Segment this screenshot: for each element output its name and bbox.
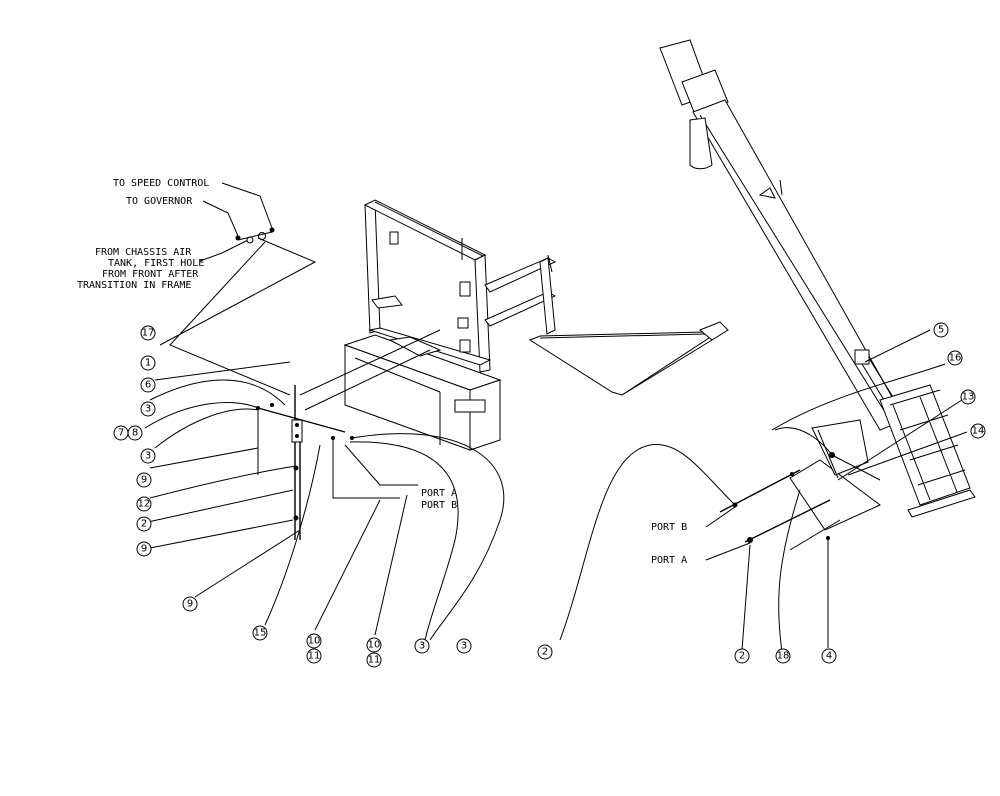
svg-text:10: 10 <box>368 640 381 651</box>
balloon-18: 18 <box>775 648 791 664</box>
svg-text:12: 12 <box>138 499 151 510</box>
svg-text:11: 11 <box>368 655 381 666</box>
svg-text:11: 11 <box>308 651 321 662</box>
balloon-9-a: 9 <box>136 472 152 488</box>
svg-text:2: 2 <box>141 519 147 530</box>
svg-text:3: 3 <box>145 404 151 415</box>
svg-text:17: 17 <box>142 328 155 339</box>
balloon-5: 5 <box>933 322 949 338</box>
svg-text:10: 10 <box>308 636 321 647</box>
callout-port-a-left: PORT A <box>400 484 457 499</box>
svg-text:15: 15 <box>254 628 267 639</box>
svg-text:FROM FRONT AFTER: FROM FRONT AFTER <box>102 269 199 280</box>
svg-text:3: 3 <box>461 641 467 652</box>
svg-text:13: 13 <box>962 392 975 403</box>
balloon-4: 4 <box>821 648 837 664</box>
hose-port-b-left <box>332 438 400 499</box>
svg-text:4: 4 <box>826 651 832 662</box>
balloon-6: 6 <box>140 377 156 393</box>
svg-text:PORT A: PORT A <box>421 488 457 499</box>
svg-text:8: 8 <box>132 428 138 439</box>
svg-text:9: 9 <box>187 599 193 610</box>
balloon-2-c: 2 <box>734 648 750 664</box>
balloon-1: 1 <box>140 355 156 371</box>
hose-port-a-left <box>344 444 400 486</box>
balloon-2-a: 2 <box>136 516 152 532</box>
svg-text:18: 18 <box>777 651 790 662</box>
balloon-10-a: 10 <box>306 633 322 649</box>
svg-text:7: 7 <box>118 428 124 439</box>
callout-port-b-left: PORT B <box>421 500 457 511</box>
callout-to-speed-control: TO SPEED CONTROL <box>113 178 273 229</box>
ladder-frame <box>879 384 976 518</box>
svg-text:3: 3 <box>145 451 151 462</box>
balloon-3-c: 3 <box>414 638 430 654</box>
svg-text:TRANSITION IN FRAME: TRANSITION IN FRAME <box>77 280 191 291</box>
discharge-housing <box>789 419 881 531</box>
svg-text:16: 16 <box>949 353 962 364</box>
auger-tube <box>659 39 906 431</box>
right-hoses <box>559 329 968 653</box>
svg-text:6: 6 <box>145 380 151 391</box>
balloon-13: 13 <box>960 389 976 405</box>
mounting-frame <box>363 199 729 396</box>
balloon-2-b: 2 <box>537 644 553 660</box>
air-line-17 <box>159 237 317 346</box>
svg-text:14: 14 <box>972 426 985 437</box>
balloon-15: 15 <box>252 625 268 641</box>
balloon-14: 14 <box>970 423 986 439</box>
svg-text:5: 5 <box>938 325 944 336</box>
balloon-9-b: 9 <box>136 541 152 557</box>
svg-text:PORT A: PORT A <box>651 555 687 566</box>
svg-text:9: 9 <box>141 544 147 555</box>
svg-text:2: 2 <box>739 651 745 662</box>
callout-port-a-right: PORT A <box>651 542 751 566</box>
balloon-11-a: 11 <box>306 648 322 664</box>
callout-to-governor: TO GOVERNOR <box>126 196 239 237</box>
balloon-3-a: 3 <box>140 401 156 417</box>
svg-text:PORT B: PORT B <box>421 500 457 511</box>
balloon-8: 8 <box>127 425 143 441</box>
svg-text:9: 9 <box>141 475 147 486</box>
svg-text:2: 2 <box>542 647 548 658</box>
balloon-9-c: 9 <box>182 596 198 612</box>
hose-3-left <box>349 441 459 641</box>
balloon-16: 16 <box>947 350 963 366</box>
callout-port-b-right: PORT B <box>651 506 736 533</box>
hose-15 <box>264 444 321 626</box>
air-valve-fittings <box>235 227 275 244</box>
svg-text:PORT B: PORT B <box>651 522 687 533</box>
hose-3-right <box>351 433 505 641</box>
balloon-17: 17 <box>140 325 156 341</box>
balloon-3-d: 3 <box>456 638 472 654</box>
control-valve <box>256 329 441 540</box>
svg-text:3: 3 <box>419 641 425 652</box>
svg-text:1: 1 <box>145 358 151 369</box>
balloon-11-b: 11 <box>366 652 382 668</box>
air-line-1 <box>169 241 291 396</box>
svg-text:FROM CHASSIS AIR: FROM CHASSIS AIR <box>95 247 192 258</box>
svg-text:TO GOVERNOR: TO GOVERNOR <box>126 196 193 207</box>
balloon-12: 12 <box>136 496 152 512</box>
balloon-3-b: 3 <box>140 448 156 464</box>
callout-chassis-air: FROM CHASSIS AIR TANK, FIRST HOLE FROM F… <box>77 239 249 291</box>
leader-lines-left <box>144 361 408 636</box>
svg-text:TANK, FIRST HOLE: TANK, FIRST HOLE <box>108 258 204 269</box>
balloon-10-b: 10 <box>366 637 382 653</box>
balloon-7: 7 <box>113 425 129 441</box>
reservoir-box <box>343 334 502 451</box>
svg-text:TO SPEED CONTROL: TO SPEED CONTROL <box>113 178 209 189</box>
